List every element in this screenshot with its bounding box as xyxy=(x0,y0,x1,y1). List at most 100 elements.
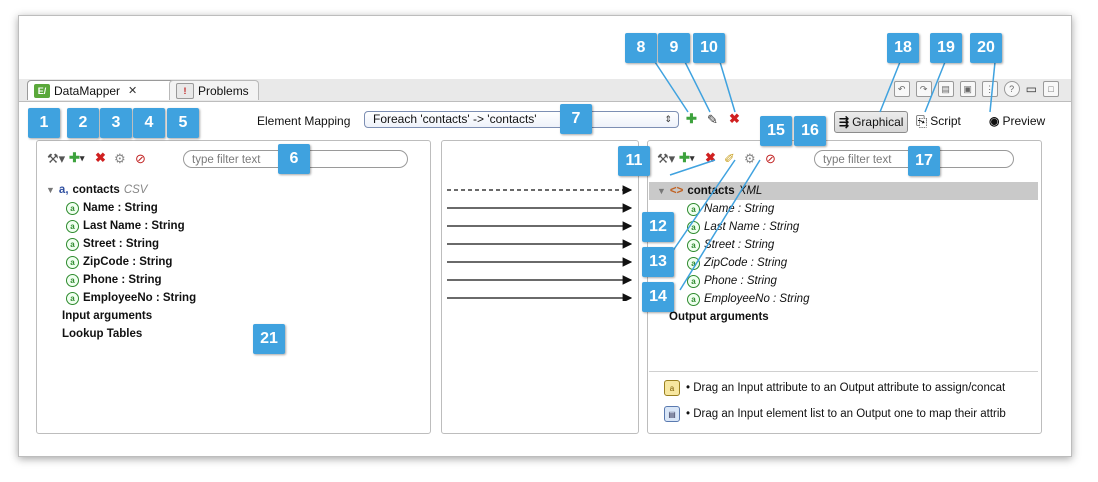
problems-icon: ! xyxy=(176,82,194,99)
maximize-icon[interactable]: □ xyxy=(1043,81,1059,97)
tab-datamapper[interactable]: E/ DataMapper ✕ xyxy=(27,80,189,100)
attribute-icon: a xyxy=(66,201,79,215)
attribute-label: Last Name : String xyxy=(83,220,185,232)
tab-problems[interactable]: ! Problems xyxy=(169,80,259,100)
callout-badge: 19 xyxy=(930,33,962,63)
tree-icon[interactable]: ⋮ xyxy=(981,81,998,97)
xml-element-icon: <> xyxy=(669,185,684,197)
tree-attribute[interactable]: a Name : String xyxy=(66,199,196,217)
hint-element-icon: ▤ xyxy=(664,406,680,422)
hide-icon[interactable]: ⊘ xyxy=(765,151,776,166)
add-icon[interactable]: ✚▾ xyxy=(679,150,695,165)
callout-badge: 21 xyxy=(253,324,285,354)
input-panel xyxy=(36,140,431,434)
close-icon[interactable]: ✕ xyxy=(128,85,138,97)
view-toolbar: ↶ ↷ ▤ ▣ ⋮ ? ▭ □ xyxy=(893,81,1059,97)
expand-icon[interactable]: ▼ xyxy=(657,186,666,196)
settings-icon[interactable]: ⚙ xyxy=(744,151,756,166)
remove-icon[interactable]: ✖ xyxy=(705,150,716,165)
attribute-icon: a xyxy=(66,291,79,305)
element-mapping-select[interactable]: Foreach 'contacts' -> 'contacts' ⇕ xyxy=(364,111,679,128)
redo-icon[interactable]: ↷ xyxy=(915,81,932,97)
attribute-label: Phone : String xyxy=(704,275,777,287)
remove-icon[interactable]: ✖ xyxy=(95,150,106,165)
root-name: contacts xyxy=(687,185,735,197)
callout-badge: 17 xyxy=(908,146,940,176)
eraser-icon[interactable]: ✐ xyxy=(724,151,735,166)
wizard-icon[interactable]: ⚒▾ xyxy=(47,151,66,166)
attribute-icon: a xyxy=(66,219,79,233)
script-view-button[interactable]: ⎘ Script xyxy=(916,111,961,131)
csv-element-icon: a, xyxy=(58,184,69,196)
callout-badge: 3 xyxy=(100,108,132,138)
callout-badge: 20 xyxy=(970,33,1002,63)
callout-badge: 11 xyxy=(618,146,650,176)
tab-datamapper-label: DataMapper xyxy=(54,83,121,98)
datamapper-icon: E/ xyxy=(34,83,50,98)
preview-label: Preview xyxy=(1002,114,1046,128)
add-mapping-icon[interactable]: ✚ xyxy=(686,111,697,126)
callout-badge: 14 xyxy=(642,282,674,312)
hide-icon[interactable]: ⊘ xyxy=(135,151,146,166)
root-type: XML xyxy=(738,185,763,197)
edit-mapping-icon[interactable]: ✎ xyxy=(707,112,718,127)
attribute-icon: a xyxy=(687,238,700,252)
wizard-icon[interactable]: ⚒▾ xyxy=(657,151,676,166)
element-mapping-value: Foreach 'contacts' -> 'contacts' xyxy=(373,112,537,126)
root-name: contacts xyxy=(72,184,120,196)
help-icon[interactable]: ? xyxy=(1003,81,1020,97)
graphical-label: Graphical xyxy=(852,115,904,129)
attribute-icon: a xyxy=(687,274,700,288)
delete-mapping-icon[interactable]: ✖ xyxy=(729,111,740,126)
tree-root-contacts[interactable]: ▼ a, contacts CSV xyxy=(46,181,196,199)
hint-assign: a • Drag an Input attribute to an Output… xyxy=(664,380,1054,396)
root-type: CSV xyxy=(123,184,148,196)
add-icon[interactable]: ✚▾ xyxy=(69,150,85,165)
element-mapping-label: Element Mapping xyxy=(257,114,351,128)
expand-icon[interactable]: ▼ xyxy=(46,185,55,195)
script-label: Script xyxy=(930,114,961,128)
attribute-label: Street : String xyxy=(83,238,160,250)
hint-divider xyxy=(649,371,1038,372)
callout-badge: 16 xyxy=(794,116,826,146)
script-icon: ⎘ xyxy=(916,112,928,129)
tree-root-contacts[interactable]: ▼ <> contacts XML xyxy=(657,182,809,200)
lookup-tables-node[interactable]: Lookup Tables xyxy=(62,328,143,340)
callout-badge: 15 xyxy=(760,116,792,146)
mapping-lines xyxy=(447,185,633,301)
settings-icon[interactable]: ⚙ xyxy=(114,151,126,166)
layout-icon[interactable]: ▤ xyxy=(937,81,954,97)
tree-attribute[interactable]: a Street : String xyxy=(66,235,196,253)
callout-badge: 4 xyxy=(133,108,165,138)
attribute-label: Name : String xyxy=(83,202,158,214)
callout-badge: 1 xyxy=(28,108,60,138)
callout-badge: 9 xyxy=(658,33,690,63)
attribute-icon: a xyxy=(66,237,79,251)
output-filter-placeholder: type filter text xyxy=(823,154,892,166)
output-arguments-node[interactable]: Output arguments xyxy=(669,311,769,323)
undo-icon[interactable]: ↶ xyxy=(893,81,910,97)
output-root-highlight xyxy=(649,182,1038,200)
mapping-connector-panel xyxy=(441,140,639,434)
attribute-icon: a xyxy=(66,255,79,269)
save-icon[interactable]: ▣ xyxy=(959,81,976,97)
input-arguments-node[interactable]: Input arguments xyxy=(62,310,153,322)
preview-view-button[interactable]: ◉ Preview xyxy=(989,111,1045,131)
callout-badge: 7 xyxy=(560,104,592,134)
attribute-icon: a xyxy=(687,202,700,216)
input-filter-placeholder: type filter text xyxy=(192,154,261,166)
minimize-icon[interactable]: ▭ xyxy=(1025,82,1037,96)
tree-attribute[interactable]: a Last Name : String xyxy=(66,217,196,235)
graphical-view-button[interactable]: ⇶ Graphical xyxy=(834,111,909,133)
tree-attribute[interactable]: a Phone : String xyxy=(687,272,809,290)
